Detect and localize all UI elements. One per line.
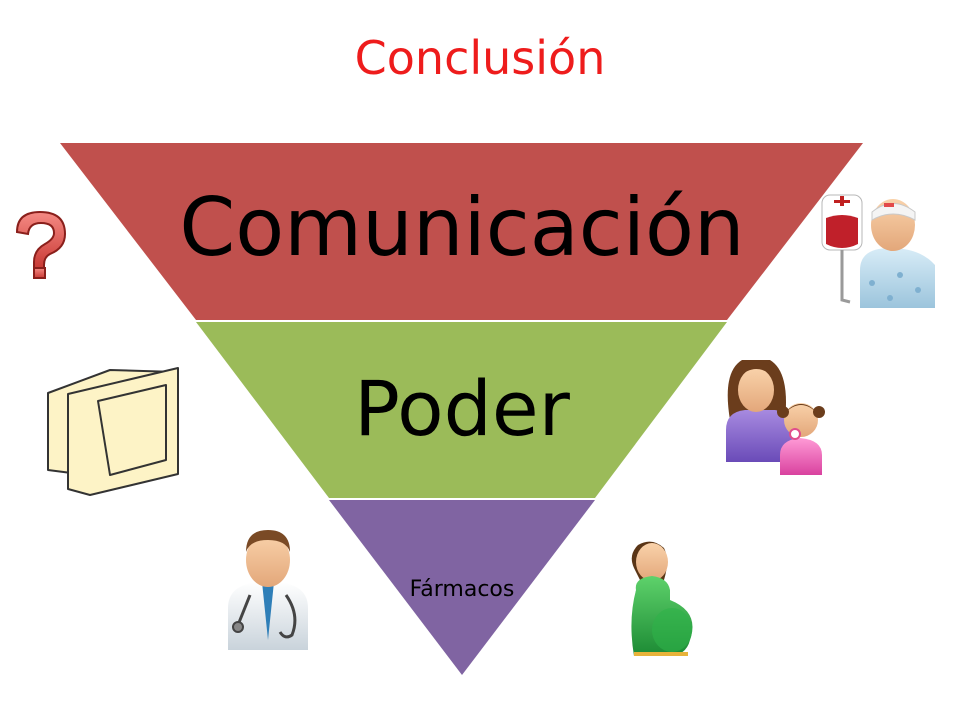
pyramid-label-comunicacion: Comunicación [179,181,744,274]
pyramid-layer-poder [196,322,727,498]
question-mark-icon [15,210,67,279]
doctor-icon [228,530,308,650]
pyramid-label-farmacos: Fármacos [410,577,515,602]
mother-and-child-icon [726,360,825,475]
slide-title: Conclusión [354,31,606,85]
pyramid-label-poder: Poder [354,364,571,453]
patient-with-blood-bag-icon [821,194,935,308]
pyramid-layer-farmacos [329,500,595,675]
computer-monitor-icon [47,367,179,496]
pregnant-woman-icon [631,541,693,656]
pyramid-layer-comunicacion [60,143,863,320]
